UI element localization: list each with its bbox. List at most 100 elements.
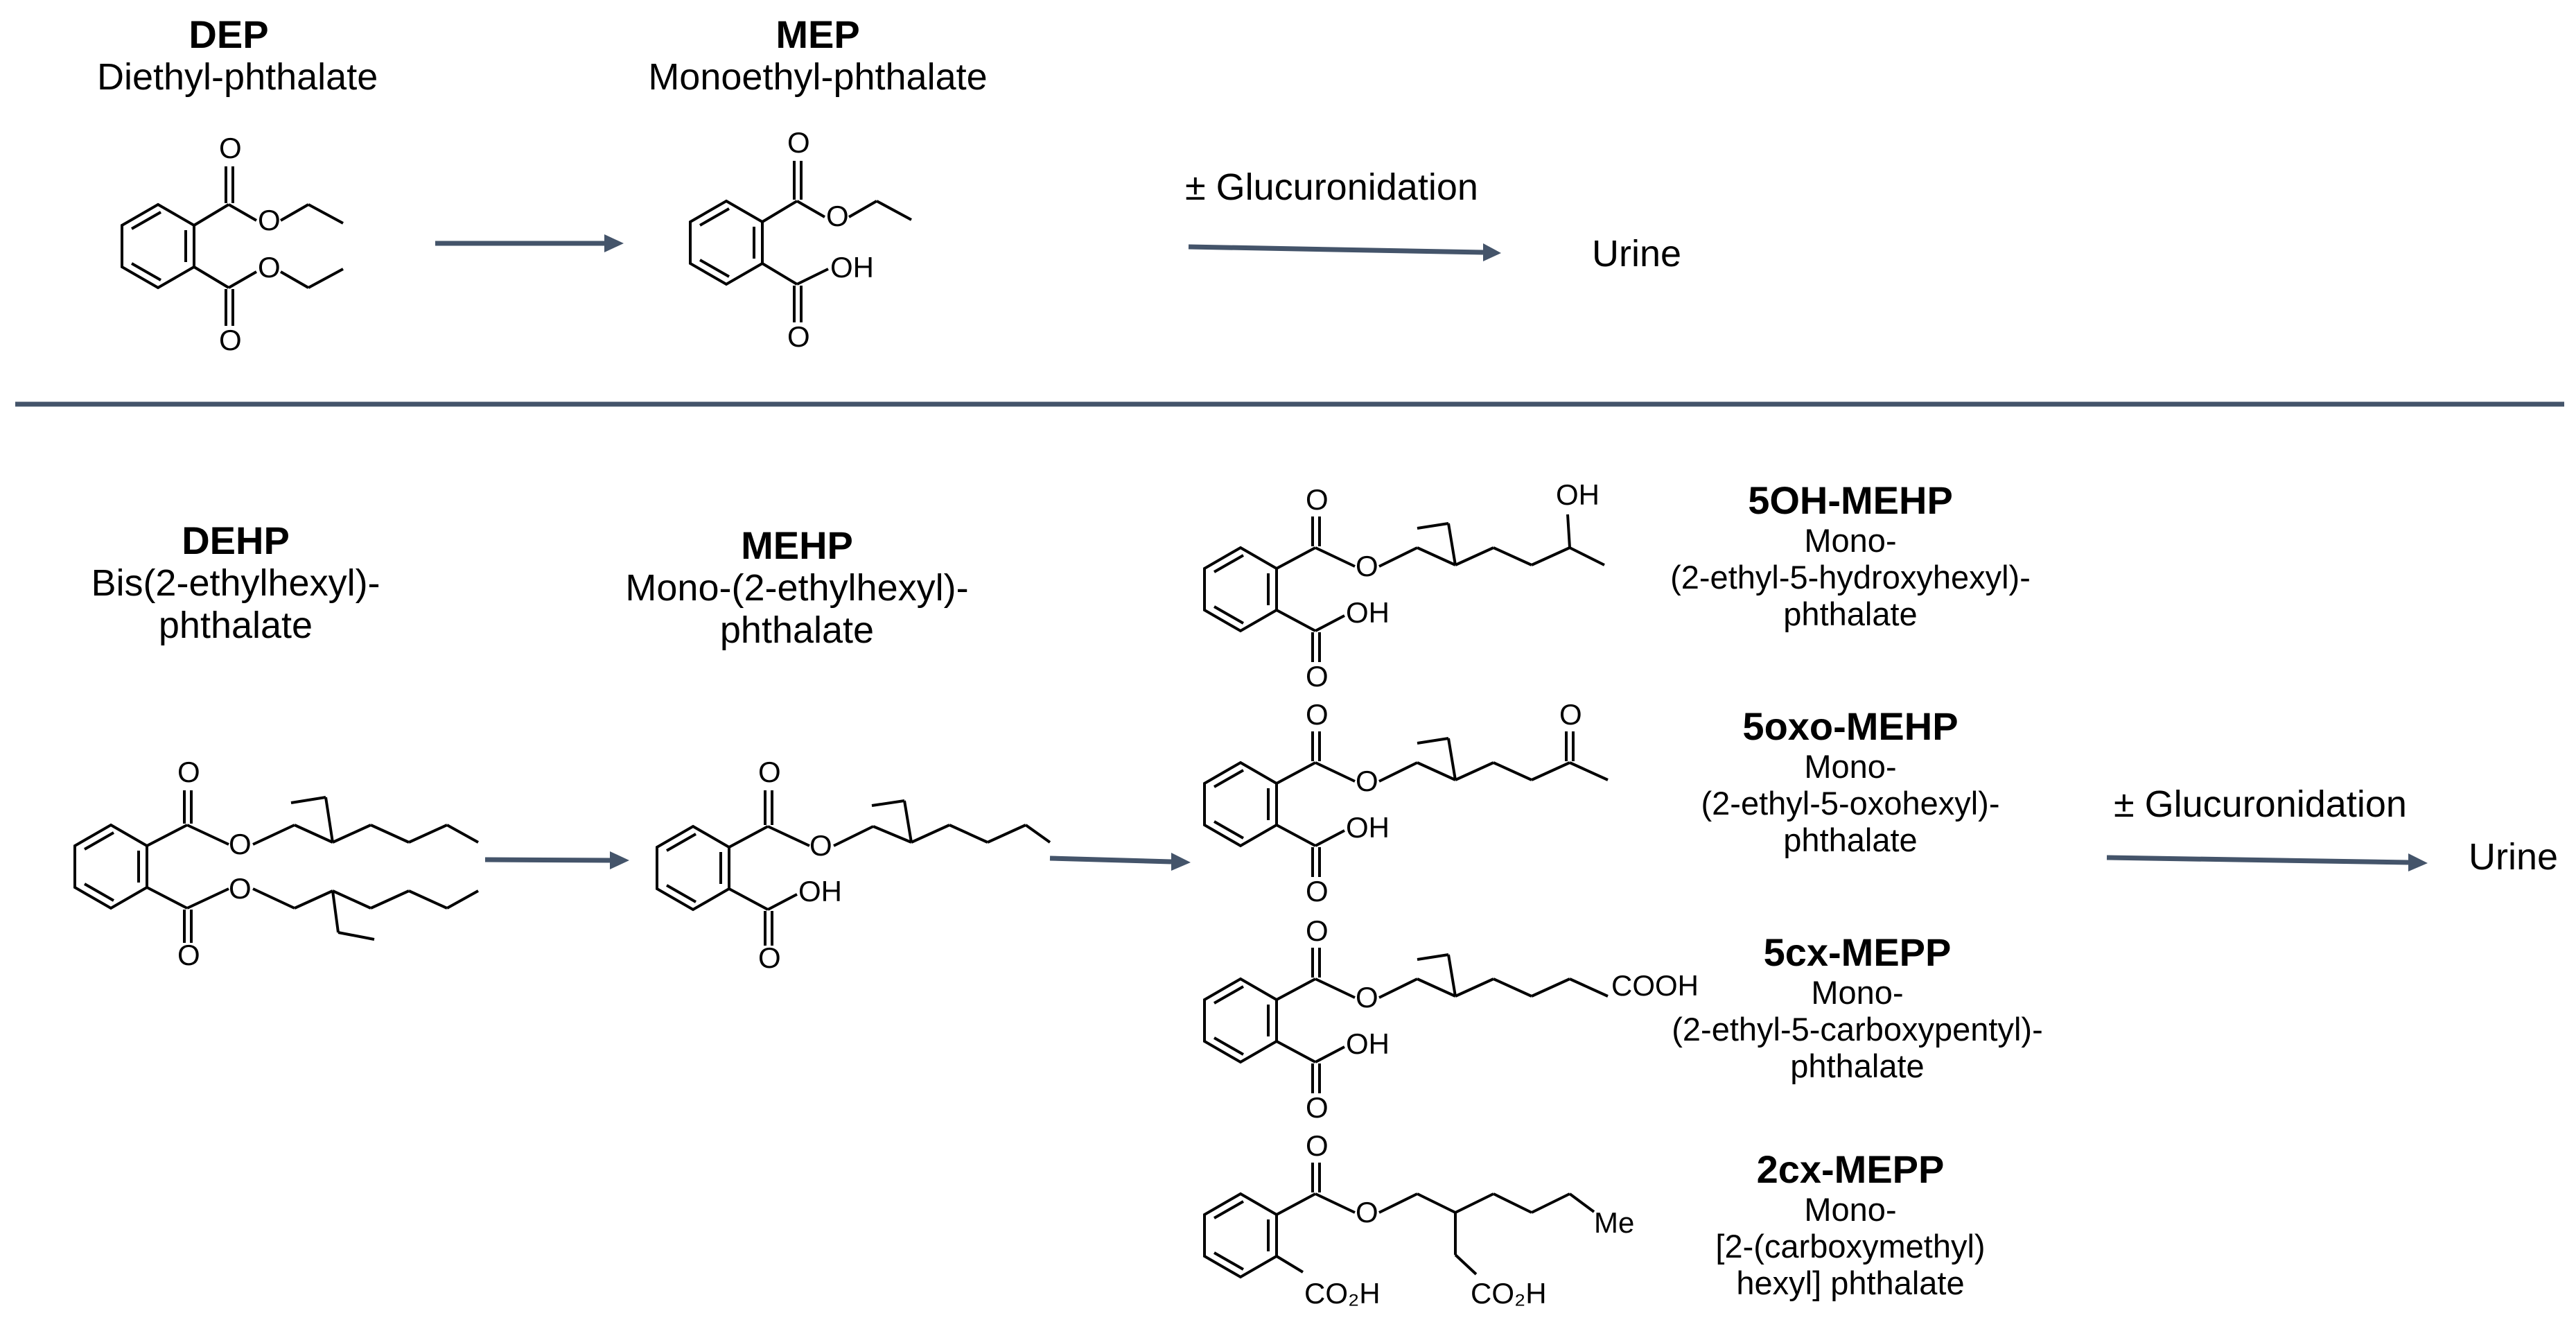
5oh-mehp-line3: phthalate — [1783, 596, 1918, 633]
mehp-atoms: O O OH O — [758, 756, 842, 974]
5cx-mepp-o2: O — [1356, 981, 1378, 1014]
mep-atoms: O O OH O — [787, 126, 874, 353]
mehp-benzene-ring — [656, 824, 730, 912]
2cx-mepp-abbr: 2cx-MEPP — [1756, 1147, 1945, 1191]
2cx-mepp-structure — [1203, 1163, 1595, 1279]
dep-o2: O — [258, 204, 281, 236]
5oh-mehp-atoms: O O OH OH O — [1306, 478, 1600, 693]
5oxo-mehp-structure — [1203, 731, 1609, 877]
5cx-mepp-o1: O — [1306, 914, 1329, 947]
5oh-mehp-line1: Mono- — [1804, 522, 1897, 559]
5oxo-mehp-atoms: O O O OH O — [1306, 698, 1582, 907]
dep-o3: O — [258, 251, 281, 284]
dehp-benzene-ring — [73, 823, 148, 910]
dep-abbr: DEP — [189, 12, 269, 56]
dehp-o2: O — [229, 828, 252, 860]
mep-o2: O — [826, 200, 849, 232]
2cx-mepp-line2: [2-(carboxymethyl) — [1715, 1228, 1986, 1265]
mehp-o1: O — [758, 756, 781, 788]
5oxo-mehp-line1: Mono- — [1804, 748, 1897, 785]
5cx-mepp-o3: O — [1306, 1091, 1329, 1124]
5cx-mepp-abbr: 5cx-MEPP — [1763, 930, 1952, 974]
mep-o1: O — [787, 126, 810, 159]
bottom-urine-label: Urine — [2469, 836, 2559, 878]
dep-o4: O — [219, 324, 242, 356]
bottom-glucuronidation-label: ± Glucuronidation — [2114, 783, 2407, 825]
dehp-o4: O — [177, 939, 200, 971]
dehp-o1: O — [177, 756, 200, 788]
arrow-mehp-to-metabolites-head — [1171, 853, 1191, 871]
2cx-mepp-me: Me — [1594, 1206, 1634, 1239]
5oxo-mehp-o1: O — [1306, 698, 1329, 731]
dep-o1: O — [219, 132, 242, 164]
top-glucuronidation-label: ± Glucuronidation — [1185, 166, 1478, 208]
mehp-oh: OH — [798, 875, 842, 907]
2cx-mepp-co2h-chain: CO₂H — [1471, 1277, 1547, 1310]
top-urine-label: Urine — [1592, 233, 1682, 275]
mehp-o3: O — [758, 941, 781, 974]
5cx-mepp-atoms: O O COOH OH O — [1306, 914, 1699, 1124]
5oh-mehp-structure — [1203, 514, 1605, 662]
mep-o3: O — [787, 320, 810, 353]
arrow-metabolites-to-glucuronidation — [2106, 855, 2409, 865]
5oxo-mehp-o3: O — [1306, 875, 1329, 907]
dehp-label: DEHP Bis(2-ethylhexyl)- phthalate — [69, 519, 402, 647]
2cx-mepp-line3: hexyl] phthalate — [1736, 1265, 1965, 1302]
arrow-dehp-to-mehp-head — [610, 851, 629, 869]
dep-atoms: O O O O — [219, 132, 281, 356]
5oh-mehp-oh: OH — [1346, 596, 1390, 629]
mep-benzene-ring — [689, 199, 764, 286]
5cx-mepp-line3: phthalate — [1790, 1048, 1925, 1085]
mehp-structure — [656, 790, 1051, 946]
dep-label: DEP Diethyl-phthalate — [97, 12, 378, 98]
dehp-o3: O — [229, 872, 252, 905]
5oh-mehp-hydroxyl: OH — [1556, 478, 1600, 511]
5oxo-mehp-line3: phthalate — [1783, 822, 1918, 859]
2cx-mepp-o1: O — [1306, 1129, 1329, 1162]
5cx-mepp-line2: (2-ethyl-5-carboxypentyl)- — [1672, 1011, 2043, 1048]
5oh-mehp-label: 5OH-MEHP Mono- (2-ethyl-5-hydroxyhexyl)-… — [1636, 478, 2065, 633]
mep-name: Monoethyl-phthalate — [648, 56, 988, 98]
dep-structure — [121, 166, 344, 326]
5cx-mepp-line1: Mono- — [1811, 974, 1904, 1011]
2cx-mepp-atoms: O O Me CO₂H CO₂H — [1304, 1129, 1634, 1310]
dehp-atoms: O O O O — [177, 756, 252, 971]
arrow-mep-to-glucuronidation — [1188, 244, 1484, 255]
5oh-mehp-line2: (2-ethyl-5-hydroxyhexyl)- — [1670, 559, 2031, 596]
5oh-mehp-o2: O — [1356, 550, 1378, 582]
2cx-mepp-co2h-ring: CO₂H — [1304, 1277, 1381, 1310]
reaction-arrows — [435, 234, 2428, 871]
dep-name: Diethyl-phthalate — [97, 56, 378, 98]
arrow-metabolites-to-glucuronidation-head — [2408, 853, 2428, 871]
5oxo-mehp-oh: OH — [1346, 811, 1390, 844]
5oh-mehp-o1: O — [1306, 483, 1329, 516]
5cx-mepp-structure — [1203, 948, 1609, 1093]
dep-benzene-ring — [121, 202, 195, 290]
mep-abbr: MEP — [776, 12, 860, 56]
2cx-mepp-label: 2cx-MEPP Mono- [2-(carboxymethyl) hexyl]… — [1636, 1147, 2065, 1302]
2cx-mepp-benzene-ring — [1203, 1192, 1278, 1279]
5cx-mepp-cooh: COOH — [1611, 969, 1699, 1002]
5oxo-mehp-abbr: 5oxo-MEHP — [1742, 704, 1959, 748]
dehp-name-line2: phthalate — [158, 605, 313, 647]
mep-structure — [689, 161, 912, 322]
mep-label: MEP Monoethyl-phthalate — [603, 12, 1033, 98]
5oxo-mehp-line2: (2-ethyl-5-oxohexyl)- — [1701, 785, 2000, 822]
5cx-mepp-benzene-ring — [1203, 977, 1278, 1064]
arrow-mep-to-glucuronidation-head — [1483, 243, 1501, 261]
arrow-dep-to-mep-head — [604, 234, 624, 252]
5oh-mehp-abbr: 5OH-MEHP — [1748, 478, 1953, 522]
5oxo-mehp-keto-o: O — [1559, 698, 1582, 731]
arrow-mehp-to-metabolites — [1049, 855, 1172, 865]
mehp-o2: O — [809, 829, 832, 862]
mehp-label: MEHP Mono-(2-ethylhexyl)- phthalate — [603, 523, 991, 652]
5oxo-mehp-label: 5oxo-MEHP Mono- (2-ethyl-5-oxohexyl)- ph… — [1636, 704, 2065, 859]
2cx-mepp-o2: O — [1356, 1196, 1378, 1228]
5oh-mehp-benzene-ring — [1203, 546, 1278, 633]
5cx-mepp-oh: OH — [1346, 1027, 1390, 1060]
5cx-mepp-label: 5cx-MEPP Mono- (2-ethyl-5-carboxypentyl)… — [1636, 930, 2079, 1085]
5oh-mehp-o3: O — [1306, 660, 1329, 693]
dehp-name-line1: Bis(2-ethylhexyl)- — [91, 562, 380, 605]
